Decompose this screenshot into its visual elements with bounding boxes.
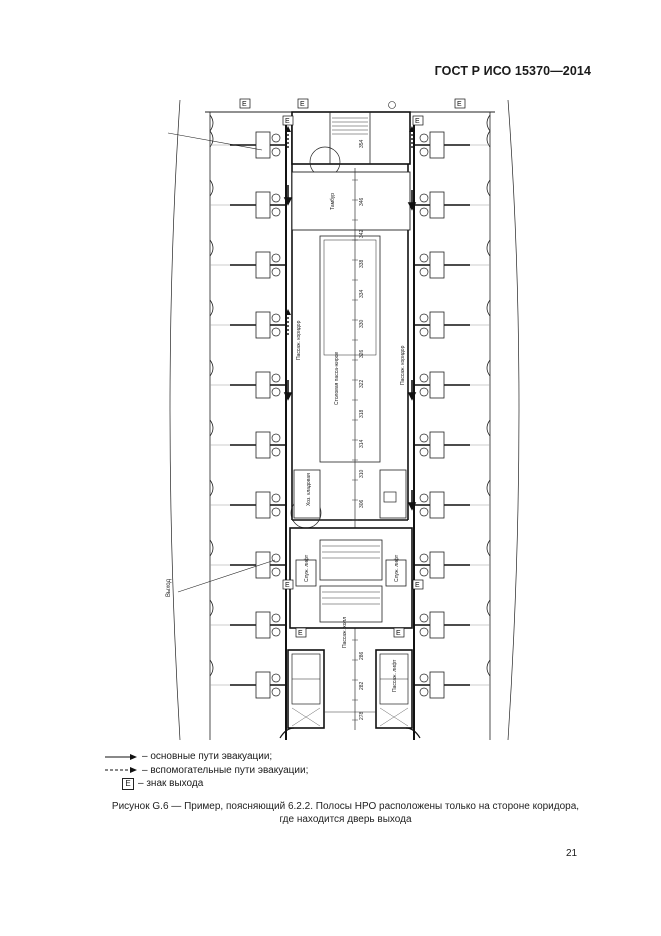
svg-text:342: 342 [359,229,365,238]
exit-sign-icon: E [122,777,134,790]
svg-text:E: E [300,101,305,108]
deck-plan-drawing: Тамбур Столовая пасса-жиров 354 346 342 … [166,98,520,740]
exit-callout-label: Выход [166,579,172,597]
svg-text:282: 282 [359,681,365,690]
svg-text:322: 322 [359,379,365,388]
legend-item-aux-route: – вспомогательные пути эвакуации; [104,764,308,778]
standard-code-header: ГОСТ Р ИСО 15370—2014 [434,64,591,78]
svg-text:E: E [415,118,420,125]
room-label-top-hall: Тамбур [330,193,336,210]
svg-text:E: E [457,101,462,108]
svg-text:310: 310 [359,469,365,478]
legend-item-main-route: – основные пути эвакуации; [104,750,308,764]
room-label-pass-lift-right: Пассаж. лифт [392,659,398,692]
svg-text:286: 286 [359,651,365,660]
svg-text:334: 334 [359,289,365,298]
room-label-pantry: Хоз. кладовая [306,473,312,506]
passage-label-left: Пассаж. коридор [296,320,302,360]
svg-text:278: 278 [359,711,365,720]
dashed-arrow-icon [104,765,138,775]
svg-text:330: 330 [359,319,365,328]
svg-text:354: 354 [359,139,365,148]
legend: – основные пути эвакуации; – вспомогател… [104,750,308,791]
svg-text:318: 318 [359,409,365,418]
exit-signs: E E E E E E E E E [239,98,466,638]
svg-text:338: 338 [359,259,365,268]
svg-text:E: E [285,118,290,125]
svg-text:314: 314 [359,439,365,448]
solid-arrow-icon [104,752,138,762]
svg-text:E: E [415,582,420,589]
room-label-dining: Столовая пасса-жиров [334,352,340,405]
caption-line-1: Рисунок G.6 — Пример, поясняющий 6.2.2. … [111,801,580,812]
page-number: 21 [566,848,578,859]
room-label-lift-right: Служ. лифт [394,554,400,582]
caption-line-2: где находится дверь выхода [279,814,412,825]
passage-label-right: Пассаж. коридор [400,345,406,385]
svg-text:306: 306 [359,499,365,508]
svg-text:E: E [242,101,247,108]
legend-item-exit-sign: E – знак выхода [104,777,308,791]
svg-text:E: E [285,582,290,589]
room-label-pass-hall: Пассаж. холл [342,617,348,648]
svg-text:E: E [396,630,401,637]
figure-caption: Рисунок G.6 — Пример, поясняющий 6.2.2. … [0,800,661,826]
svg-text:346: 346 [359,197,365,206]
svg-text:326: 326 [359,349,365,358]
room-label-lift-left: Служ. лифт [304,554,310,582]
svg-text:E: E [298,630,303,637]
